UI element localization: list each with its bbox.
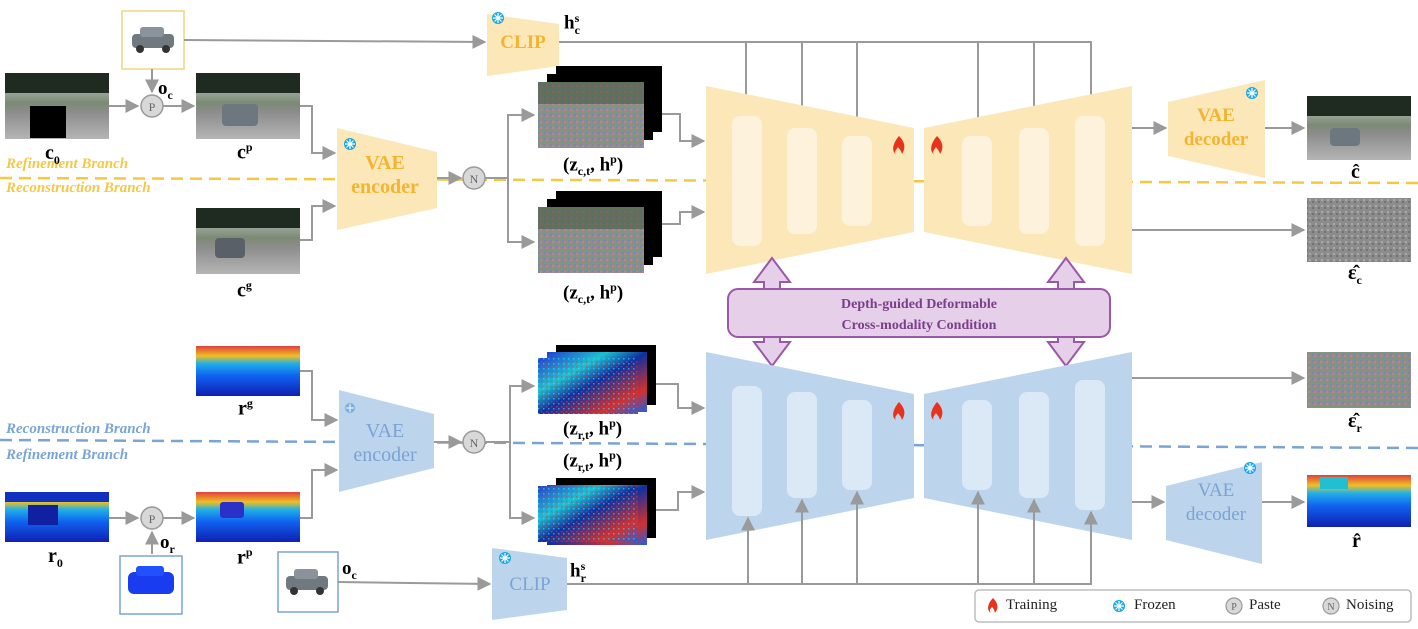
- snowflake-icon: [344, 138, 356, 150]
- car-icon: [286, 569, 328, 595]
- unet-lidar-block-3: [842, 400, 872, 490]
- condition-arrow-down-right: [1046, 333, 1086, 368]
- condition-arrow-down-left: [752, 333, 792, 368]
- fire-icon: [893, 136, 905, 154]
- vae-encoder-lidar: [339, 390, 434, 492]
- condition-line-1: Depth-guided Deformable: [841, 297, 997, 312]
- legend-noise-symbol-text: N: [1327, 602, 1334, 613]
- condition-line-2: Cross-modality Condition: [842, 318, 997, 333]
- fire-icon: [931, 136, 943, 154]
- noise-node-camera-label: N: [470, 172, 479, 186]
- fire-icon: [893, 402, 905, 420]
- fire-icon: [988, 598, 998, 613]
- unet-camera-block-5: [1019, 128, 1049, 234]
- lidar-noise-output: [1307, 352, 1411, 408]
- legend-box: [974, 589, 1412, 623]
- snowflake-icon: [1244, 462, 1256, 474]
- vae-decoder-camera-label-2: decoder: [1184, 129, 1249, 150]
- camera-latent-stack-p: [538, 66, 662, 148]
- car-icon: [132, 27, 174, 53]
- unet-camera-block-6: [1075, 116, 1105, 246]
- camera-noise-output: [1307, 198, 1411, 262]
- clip-encoder-lidar: [492, 548, 567, 620]
- lidar-input-image-r0: [5, 492, 109, 542]
- snowflake-icon: [1113, 600, 1125, 612]
- unet-lidar-block-2: [787, 392, 817, 498]
- paste-node-camera-label: P: [149, 100, 156, 114]
- lidar-pasted-image-rp: [196, 492, 300, 542]
- noise-node-lidar-label: N: [470, 436, 479, 450]
- lidar-latent-stack-p: [538, 478, 656, 545]
- camera-gt-image-cg: [196, 208, 300, 274]
- vae-encoder-lidar-label-2: encoder: [353, 444, 417, 466]
- clip-encoder-camera: [487, 14, 559, 76]
- snowflake-icon: [492, 12, 504, 24]
- snowflake-icon: [499, 552, 511, 564]
- vae-encoder-lidar-label-1: VAE: [366, 420, 405, 442]
- lidar-car-icon: [128, 566, 174, 594]
- camera-pasted-image-cp: [196, 73, 300, 139]
- unet-lidar-block-6: [1075, 380, 1105, 510]
- vae-decoder-camera: [1168, 80, 1265, 178]
- unet-camera-block-4: [962, 136, 992, 226]
- lidar-output-image: [1307, 475, 1411, 527]
- camera-output-image: [1307, 96, 1411, 160]
- paste-node-lidar-label: P: [149, 512, 156, 526]
- clip-camera-label: CLIP: [500, 32, 546, 53]
- vae-encoder-camera: [337, 128, 437, 230]
- unet-camera-block-2: [787, 128, 817, 234]
- vae-decoder-lidar: [1166, 462, 1262, 564]
- vae-decoder-camera-label-1: VAE: [1197, 105, 1235, 126]
- legend-noise-symbol: [1322, 597, 1340, 615]
- vae-encoder-camera-label-1: VAE: [365, 152, 405, 174]
- vae-encoder-camera-label-2: encoder: [351, 176, 419, 198]
- unet-camera-block-3: [842, 136, 872, 226]
- unet-camera-block-1: [732, 116, 762, 246]
- lidar-latent-stack-g: [538, 345, 656, 414]
- unet-lidar-block-4: [962, 400, 992, 490]
- clip-lidar-label: CLIP: [509, 574, 550, 595]
- snowflake-icon: [1246, 87, 1258, 99]
- fire-icon: [931, 402, 943, 420]
- camera-latent-stack-g: [538, 191, 662, 273]
- unet-lidar-block-5: [1019, 392, 1049, 498]
- camera-input-image-c0: [5, 73, 109, 139]
- cross-modality-condition-box: [727, 288, 1111, 338]
- vae-decoder-lidar-label-1: VAE: [1198, 480, 1235, 501]
- legend-paste-symbol: [1225, 597, 1243, 615]
- snowflake-icon: [345, 403, 355, 413]
- unet-lidar-block-1: [732, 386, 762, 516]
- vae-decoder-lidar-label-2: decoder: [1186, 504, 1247, 525]
- legend-paste-symbol-text: P: [1231, 602, 1237, 613]
- lidar-gt-image-rg: [196, 346, 300, 396]
